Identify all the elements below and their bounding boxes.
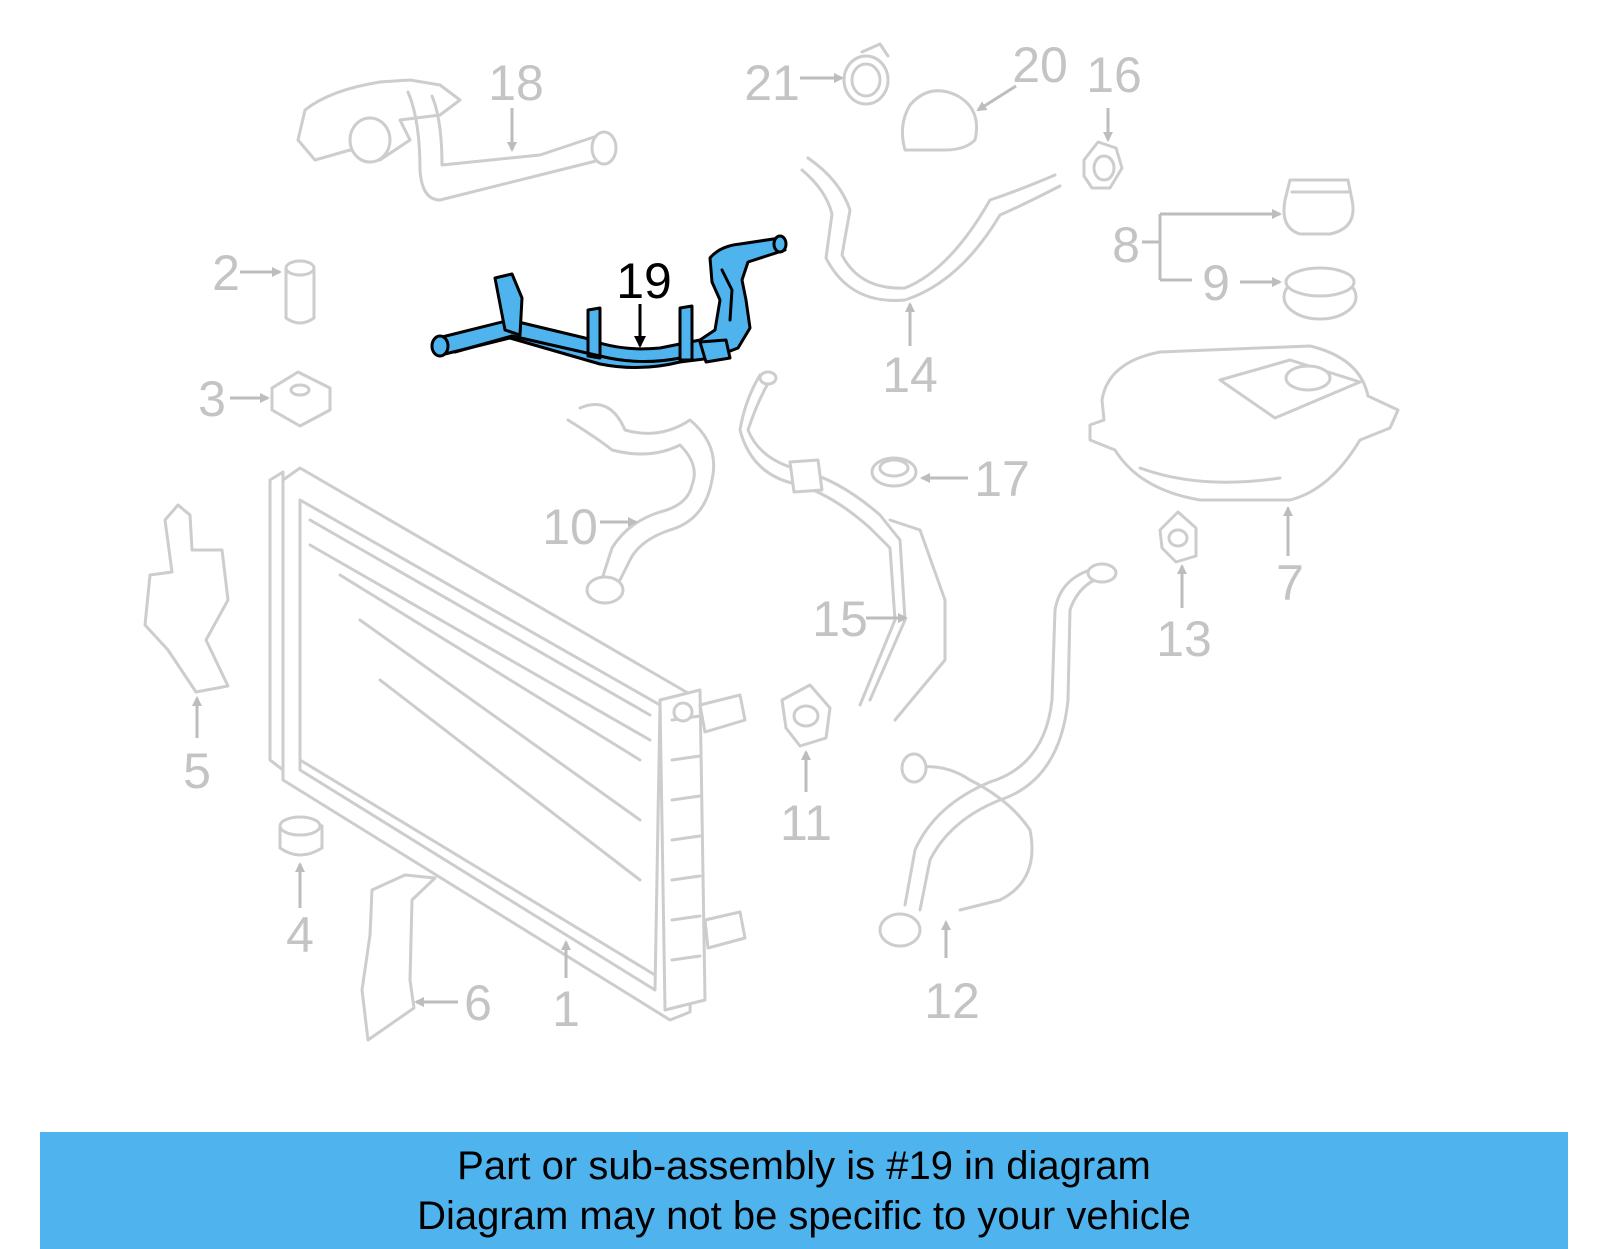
callout-5: 5: [183, 743, 211, 799]
callout-9: 9: [1202, 255, 1230, 311]
callout-3: 3: [198, 371, 226, 427]
part-6-bracket: [360, 873, 437, 1042]
banner-line-1: Part or sub-assembly is #19 in diagram: [457, 1143, 1151, 1188]
part-15-pipe: [738, 370, 947, 722]
part-20-hose: [900, 89, 979, 152]
callout-labels: 1 2 3 4 5 6 7 8 9 10 11 12 13 14 15 16 1…: [183, 37, 1304, 1037]
callout-4: 4: [286, 907, 314, 963]
info-banner: Part or sub-assembly is #19 in diagram D…: [40, 1132, 1568, 1249]
part-18-pipe: [296, 78, 618, 202]
callout-1: 1: [552, 981, 580, 1037]
callout-19: 19: [616, 253, 672, 309]
part-17-clamp: [870, 456, 918, 488]
callout-21: 21: [744, 55, 800, 111]
part-10-hose: [566, 403, 716, 605]
callout-6: 6: [464, 975, 492, 1031]
part-7-reservoir: [1088, 344, 1400, 502]
banner-line-2: Diagram may not be specific to your vehi…: [417, 1193, 1191, 1238]
callout-15: 15: [812, 591, 868, 647]
part-5-bracket: [143, 503, 230, 694]
part-21-clamp: [842, 42, 890, 106]
part-3-mount: [270, 370, 332, 428]
parts-diagram: 1 2 3 4 5 6 7 8 9 10 11 12 13 14 15 16 1…: [143, 37, 1400, 1042]
part-14-hose: [800, 156, 1062, 302]
callout-12: 12: [924, 973, 980, 1029]
callout-17: 17: [974, 451, 1030, 507]
callout-2: 2: [212, 245, 240, 301]
callout-10: 10: [542, 499, 598, 555]
part-2-bushing: [284, 259, 316, 325]
callout-20: 20: [1012, 37, 1068, 93]
part-12-hose: [878, 562, 1118, 948]
part-16-clamp: [1082, 140, 1124, 190]
part-19-pipe-highlighted: [430, 234, 788, 370]
callout-14: 14: [882, 347, 938, 403]
part-4-isolator: [278, 815, 324, 857]
part-8-cap: [1282, 178, 1355, 236]
callout-18: 18: [488, 55, 544, 111]
callout-13: 13: [1156, 611, 1212, 667]
part-9-seal: [1282, 266, 1358, 321]
callout-8: 8: [1112, 217, 1140, 273]
callout-7: 7: [1276, 555, 1304, 611]
part-11-clamp: [780, 683, 832, 748]
leader-lines: [192, 73, 1293, 1007]
part-1-radiator: [268, 466, 747, 1022]
part-13-clamp: [1158, 510, 1198, 564]
callout-11: 11: [780, 795, 832, 851]
callout-16: 16: [1086, 47, 1142, 103]
